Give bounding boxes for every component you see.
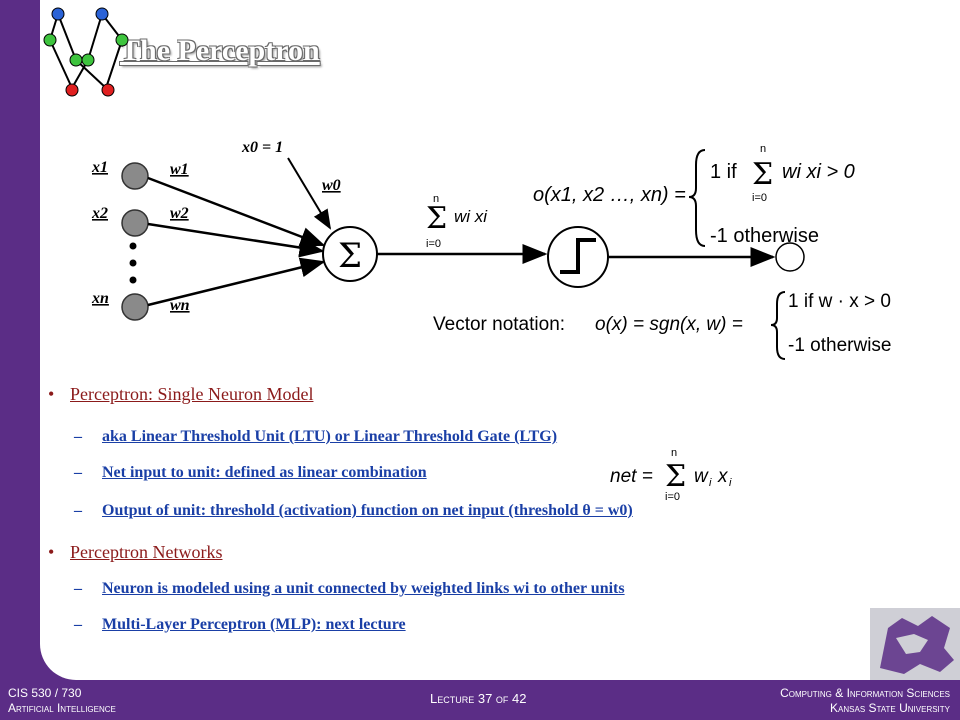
vector-notation: Vector notation: o(x) = sgn(x, w) = 1 if… [433,291,892,360]
input-node-n [121,293,149,321]
input-label-x2: x2 [91,205,108,222]
net-input-formula: net = n Σ w i x i i=0 [610,447,732,502]
bias-weight-label: w0 [322,177,341,194]
svg-text:w: w [694,466,709,487]
ellipsis-dot [129,276,137,284]
svg-text:Σ: Σ [752,157,773,192]
svg-text:wi xi: wi xi [454,207,488,226]
weight-label-w1: w1 [170,161,189,178]
svg-text:i=0: i=0 [426,238,441,250]
input-node-2 [121,209,149,237]
svg-text:x: x [717,466,729,487]
svg-text:o(x) = sgn(x, w) =: o(x) = sgn(x, w) = [595,314,743,335]
perceptron-diagram: x1 x2 xn w1 w2 wn x0 = 1 w0 Σ n Σ wi xi … [43,7,892,360]
svg-text:1 if: 1 if [710,161,737,183]
svg-text:i: i [709,477,712,489]
weight-label-wn: wn [170,297,190,314]
summation-symbol: Σ [338,236,362,276]
weight-label-w2: w2 [170,205,189,222]
input-label-x1: x1 [91,159,108,176]
input-label-xn: xn [91,290,109,307]
svg-text:Σ: Σ [665,459,686,494]
svg-text:Vector notation:: Vector notation: [433,314,565,335]
svg-text:net =: net = [610,466,653,487]
footer-bar: CIS 530 / 730 Artificial Intelligence Le… [0,680,960,720]
svg-text:-1 otherwise: -1 otherwise [788,335,892,356]
svg-text:i: i [729,477,732,489]
output-node [775,242,805,272]
svg-text:n: n [760,143,766,155]
slide-canvas: The Perceptron [40,0,960,680]
svg-text:i=0: i=0 [665,491,680,502]
ellipsis-dot [129,259,137,267]
input-node-1 [121,162,149,190]
net-formula: n Σ wi xi i=0 [426,193,488,250]
footer-course: CIS 530 / 730 Artificial Intelligence [8,686,116,715]
footer-lecture: Lecture 37 of 42 [430,691,527,706]
svg-text:-1 otherwise: -1 otherwise [710,225,819,247]
svg-text:1 if w · x > 0: 1 if w · x > 0 [788,291,891,312]
svg-text:n: n [433,193,439,205]
svg-text:i=0: i=0 [752,192,767,204]
slide-title: The Perceptron [120,34,320,67]
svg-text:Σ: Σ [426,201,447,236]
bias-input-label: x0 = 1 [241,139,283,156]
footer-department: Computing & Information Sciences Kansas … [780,686,950,715]
svg-text:wi xi > 0: wi xi > 0 [782,161,855,183]
ellipsis-dot [129,242,137,250]
network-logo-icon [43,7,129,97]
step-function-icon [560,238,596,274]
output-definition: o(x1, x2 …, xn) = 1 if n Σ i=0 wi xi > 0… [533,143,855,247]
kstate-wildcat-logo [870,608,960,680]
svg-text:n: n [671,447,677,459]
svg-text:o(x1, x2 …, xn) =: o(x1, x2 …, xn) = [533,184,686,206]
